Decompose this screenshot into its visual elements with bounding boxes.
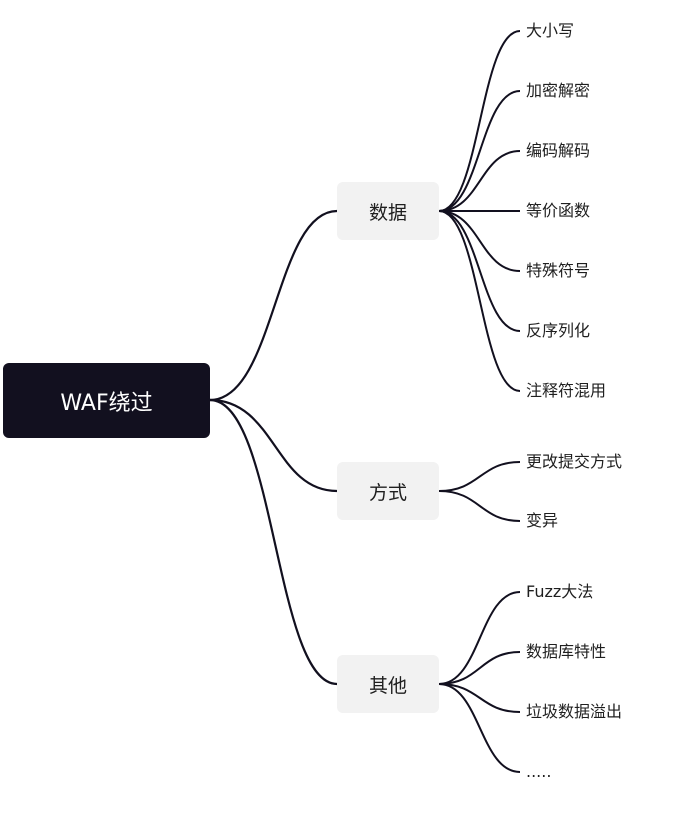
leaf-node[interactable]: 大小写 <box>526 21 575 40</box>
leaf-node[interactable]: 注释符混用 <box>526 381 607 400</box>
branch-node-data[interactable]: 数据 <box>337 182 439 240</box>
connector-other-leaf-0 <box>438 591 521 685</box>
leaf-node[interactable]: 特殊符号 <box>526 261 591 280</box>
leaf-node[interactable]: 数据库特性 <box>526 642 607 661</box>
connector-root-method <box>209 398 338 493</box>
leaf-node[interactable]: 垃圾数据溢出 <box>526 702 623 721</box>
branch-label: 其他 <box>368 674 407 697</box>
leaf-node[interactable]: 等价函数 <box>526 201 591 220</box>
leaf-node[interactable]: Fuzz大法 <box>526 582 594 601</box>
leaf-node[interactable]: 编码解码 <box>526 141 591 160</box>
connector-other-leaf-3 <box>438 683 521 773</box>
branch-node-other[interactable]: 其他 <box>337 655 439 713</box>
connector-other-leaf-1 <box>438 651 521 685</box>
connector-data-leaf-6 <box>438 210 521 392</box>
branch-label: 方式 <box>368 481 407 504</box>
connector-root-data <box>209 209 338 402</box>
leaf-node[interactable]: 反序列化 <box>526 321 591 340</box>
root-node[interactable]: WAF绕过 <box>3 363 210 438</box>
connector-data-leaf-0 <box>438 30 521 212</box>
branch-node-method[interactable]: 方式 <box>337 462 439 520</box>
connector-data-leaf-5 <box>438 210 521 332</box>
connector-other-leaf-2 <box>438 683 521 713</box>
connector-method-leaf-1 <box>438 490 521 522</box>
connector-data-leaf-2 <box>438 150 521 212</box>
branch-label: 数据 <box>368 201 407 224</box>
connector-method-leaf-0 <box>438 461 521 492</box>
root-label: WAF绕过 <box>60 390 153 416</box>
connector-root-other <box>209 398 338 686</box>
connector-data-leaf-1 <box>438 90 521 212</box>
leaf-node[interactable]: 更改提交方式 <box>526 452 623 471</box>
leaf-node[interactable]: 加密解密 <box>526 81 591 100</box>
leaf-node[interactable]: 变异 <box>526 511 559 530</box>
connector-data-leaf-4 <box>438 210 521 272</box>
leaf-node[interactable]: ..... <box>526 762 552 781</box>
